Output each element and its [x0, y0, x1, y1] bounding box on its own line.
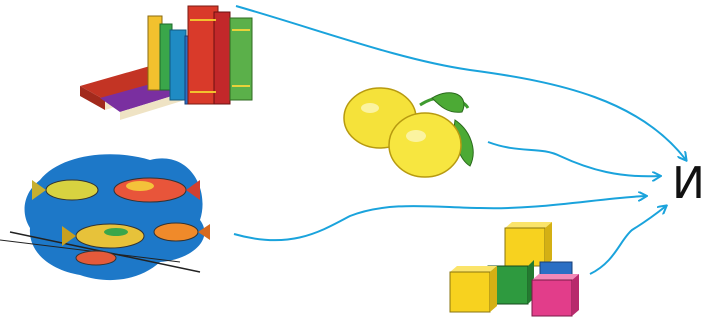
arrow-cubes: [590, 206, 666, 274]
cubes-icon: [450, 222, 579, 316]
arrow-lemons: [488, 142, 660, 176]
books-icon: [80, 6, 252, 120]
lemons-icon: [344, 88, 473, 177]
arrow-fish: [234, 196, 646, 240]
target-letter: И: [672, 162, 705, 206]
fish-icon: [0, 154, 210, 280]
